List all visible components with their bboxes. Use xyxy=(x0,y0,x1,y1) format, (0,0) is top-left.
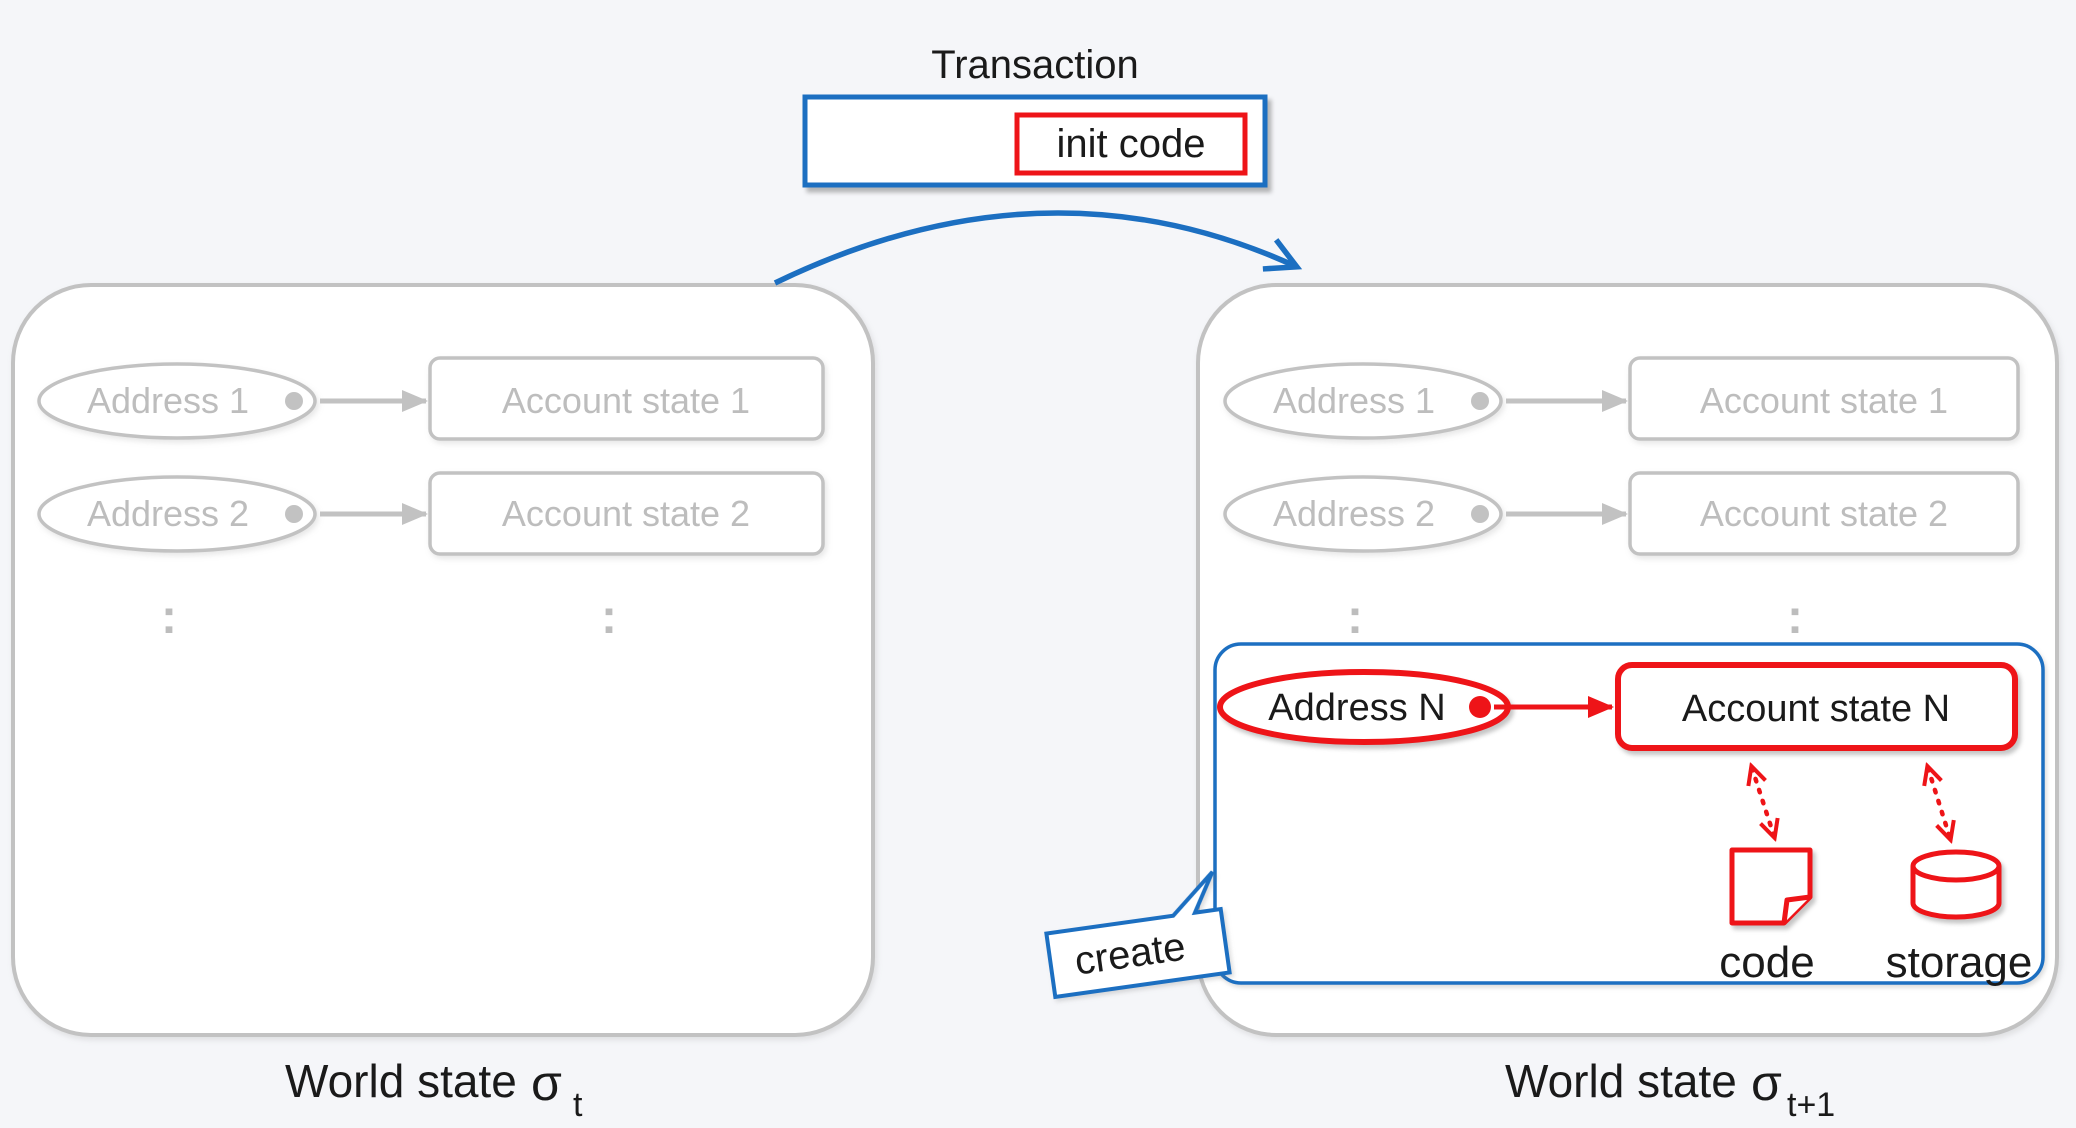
init-code-label: init code xyxy=(1057,122,1206,166)
right-row-2: Address 2 Account state 2 xyxy=(1223,471,2020,556)
address-ellipse xyxy=(37,362,317,440)
right-caption: World state σ t+1 xyxy=(1505,1055,1835,1124)
vertical-ellipsis-icon: : xyxy=(1347,591,1363,644)
address-label: Address 2 xyxy=(1273,493,1435,534)
pointer-dot-icon xyxy=(1471,505,1489,523)
address-ellipse xyxy=(37,475,317,553)
sigma-symbol: σ xyxy=(531,1055,562,1111)
sigma-symbol: σ xyxy=(1751,1055,1782,1111)
storage-link-dotted-arrow-icon xyxy=(1928,768,1950,838)
address-n-label: Address N xyxy=(1268,687,1445,729)
create-callout: create xyxy=(1044,870,1232,1000)
account-state-rect xyxy=(428,471,825,556)
right-row-1: Address 1 Account state 1 xyxy=(1223,356,2020,441)
right-world-state-box: Address 1 Account state 1 Address 2 Acco… xyxy=(1044,283,2059,1037)
address-label: Address 1 xyxy=(87,380,249,421)
left-caption: World state σ t xyxy=(285,1055,583,1124)
left-world-state-box: Address 1 Account state 1 Address 2 Acco… xyxy=(11,283,875,1037)
transaction-title: Transaction xyxy=(931,43,1139,87)
vertical-ellipsis-icon: : xyxy=(601,591,617,644)
pointer-dot-icon xyxy=(1471,392,1489,410)
account-state-rect xyxy=(1628,471,2020,556)
init-code-box xyxy=(1014,112,1248,176)
account-state-n-label: Account state N xyxy=(1682,688,1950,730)
pointer-dot-icon xyxy=(285,392,303,410)
account-state-rect xyxy=(428,356,825,441)
transaction-group: Transaction init code xyxy=(802,43,1268,188)
create-callout-bubble xyxy=(1044,870,1232,1000)
code-label: code xyxy=(1719,938,1814,987)
storage-cylinder-icon xyxy=(1910,849,2002,920)
left-row-2: Address 2 Account state 2 xyxy=(37,471,825,556)
account-state-label: Account state 2 xyxy=(502,493,750,534)
address-ellipse xyxy=(1223,475,1503,553)
created-account-row: Address N Account state N xyxy=(1217,662,2018,751)
document-code-icon xyxy=(1729,847,1813,926)
sigma-subscript: t+1 xyxy=(1787,1086,1835,1124)
account-state-label: Account state 2 xyxy=(1700,493,1948,534)
created-account-container: Address N Account state N code stora xyxy=(1213,642,2045,987)
account-state-n-rect xyxy=(1615,662,2018,751)
address-ellipse xyxy=(1223,362,1503,440)
address-label: Address 2 xyxy=(87,493,249,534)
vertical-ellipsis-icon: : xyxy=(161,591,177,644)
code-link-dotted-arrow-icon xyxy=(1752,768,1774,836)
vertical-ellipsis-icon: : xyxy=(1787,591,1803,644)
world-state-label: World state xyxy=(1505,1055,1737,1107)
account-state-label: Account state 1 xyxy=(1700,380,1948,421)
left-row-1: Address 1 Account state 1 xyxy=(37,356,825,441)
pointer-dot-icon xyxy=(1469,696,1491,718)
world-state-label: World state xyxy=(285,1055,517,1107)
pointer-dot-icon xyxy=(285,505,303,523)
address-label: Address 1 xyxy=(1273,380,1435,421)
storage-label: storage xyxy=(1886,938,2033,987)
curved-arrow-icon xyxy=(773,210,1303,286)
sigma-subscript: t xyxy=(573,1086,583,1124)
account-state-rect xyxy=(1628,356,2020,441)
account-state-label: Account state 1 xyxy=(502,380,750,421)
